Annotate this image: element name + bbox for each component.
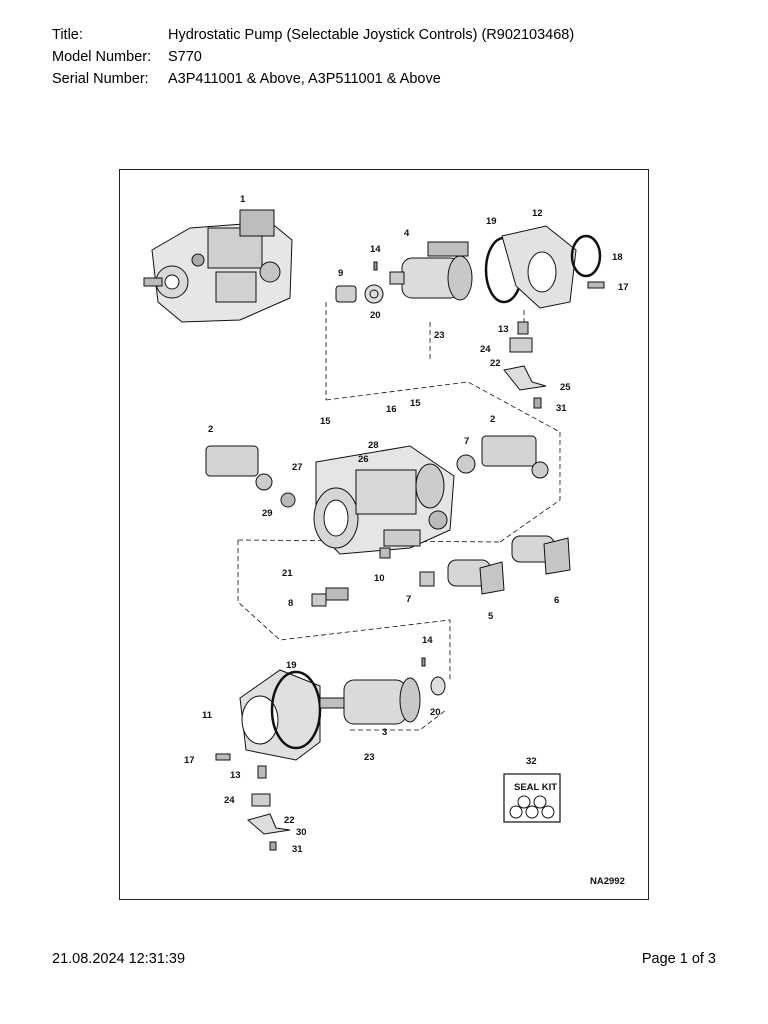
callout-15-left: 15 [320,416,331,427]
callout-15-right: 15 [410,398,421,409]
callout-10: 10 [374,573,385,584]
model-number-label: Model Number: [52,49,152,65]
callout-23-upper: 23 [434,330,445,341]
callout-23-lower: 23 [364,752,375,763]
serial-number-label: Serial Number: [52,71,149,87]
serial-number-row: Serial Number: A3P411001 & Above, A3P5110… [52,70,441,88]
model-number-value: S770 [168,49,202,65]
callout-17-lower: 17 [184,755,195,766]
callout-14-upper: 14 [370,244,381,255]
diagram-reference-code: NA2992 [590,876,625,887]
model-number-row: Model Number: S770 [52,48,202,66]
callout-5: 5 [488,611,494,622]
callout-2-right: 2 [490,414,495,425]
callout-32: 32 [526,756,537,767]
serial-number-value: A3P411001 & Above, A3P511001 & Above [168,71,441,87]
title-value: Hydrostatic Pump (Selectable Joystick Co… [168,27,575,43]
lower-pump-group [239,657,446,761]
callout-24-upper: 24 [480,344,491,355]
footer-datetime: 21.08.2024 12:31:39 [52,951,186,967]
callout-3: 3 [382,727,387,738]
callout-28: 28 [368,440,379,451]
callout-24-lower: 24 [224,795,235,806]
pump-assembly-illustration [143,209,293,323]
callout-25: 25 [560,382,571,393]
callout-6: 6 [554,595,559,606]
callout-11: 11 [202,710,213,721]
footer-page-number: Page 1 of 3 [641,951,716,967]
exploded-view-drawing: 1 4 19 12 18 17 14 9 20 23 13 24 22 25 3… [143,194,629,887]
callout-1: 1 [240,194,246,205]
callout-13-upper: 13 [498,324,509,335]
callout-22-upper: 22 [490,358,501,369]
callout-20-upper: 20 [370,310,381,321]
callout-4: 4 [404,228,410,239]
callout-19-upper: 19 [486,216,497,227]
callout-8: 8 [288,598,293,609]
callout-18: 18 [612,252,623,263]
callout-2-left: 2 [208,424,213,435]
callout-31-lower: 31 [292,844,303,855]
callout-21: 21 [282,568,293,579]
seal-kit-label: SEAL KIT [514,782,557,793]
callout-16: 16 [386,404,397,415]
callout-27: 27 [292,462,303,473]
callout-20-lower: 20 [430,707,441,718]
callout-7-upper: 7 [464,436,469,447]
title-row: Title: Hydrostatic Pump (Selectable Joyst… [52,26,574,44]
callout-22-lower: 22 [284,815,295,826]
callout-7-lower: 7 [406,594,411,605]
callout-30: 30 [296,827,307,838]
center-housing [313,445,455,555]
callout-31-upper: 31 [556,403,567,414]
callout-14-lower: 14 [422,635,433,646]
callout-26: 26 [358,454,369,465]
callout-29: 29 [262,508,273,519]
parts-diagram: 1 4 19 12 18 17 14 9 20 23 13 24 22 25 3… [119,169,649,900]
title-label: Title: [52,27,83,43]
callout-13-lower: 13 [230,770,241,781]
callout-17-upper: 17 [618,282,629,293]
callout-12: 12 [532,208,543,219]
callout-9: 9 [338,268,343,279]
callout-19-lower: 19 [286,660,297,671]
upper-motor-group [389,225,605,309]
